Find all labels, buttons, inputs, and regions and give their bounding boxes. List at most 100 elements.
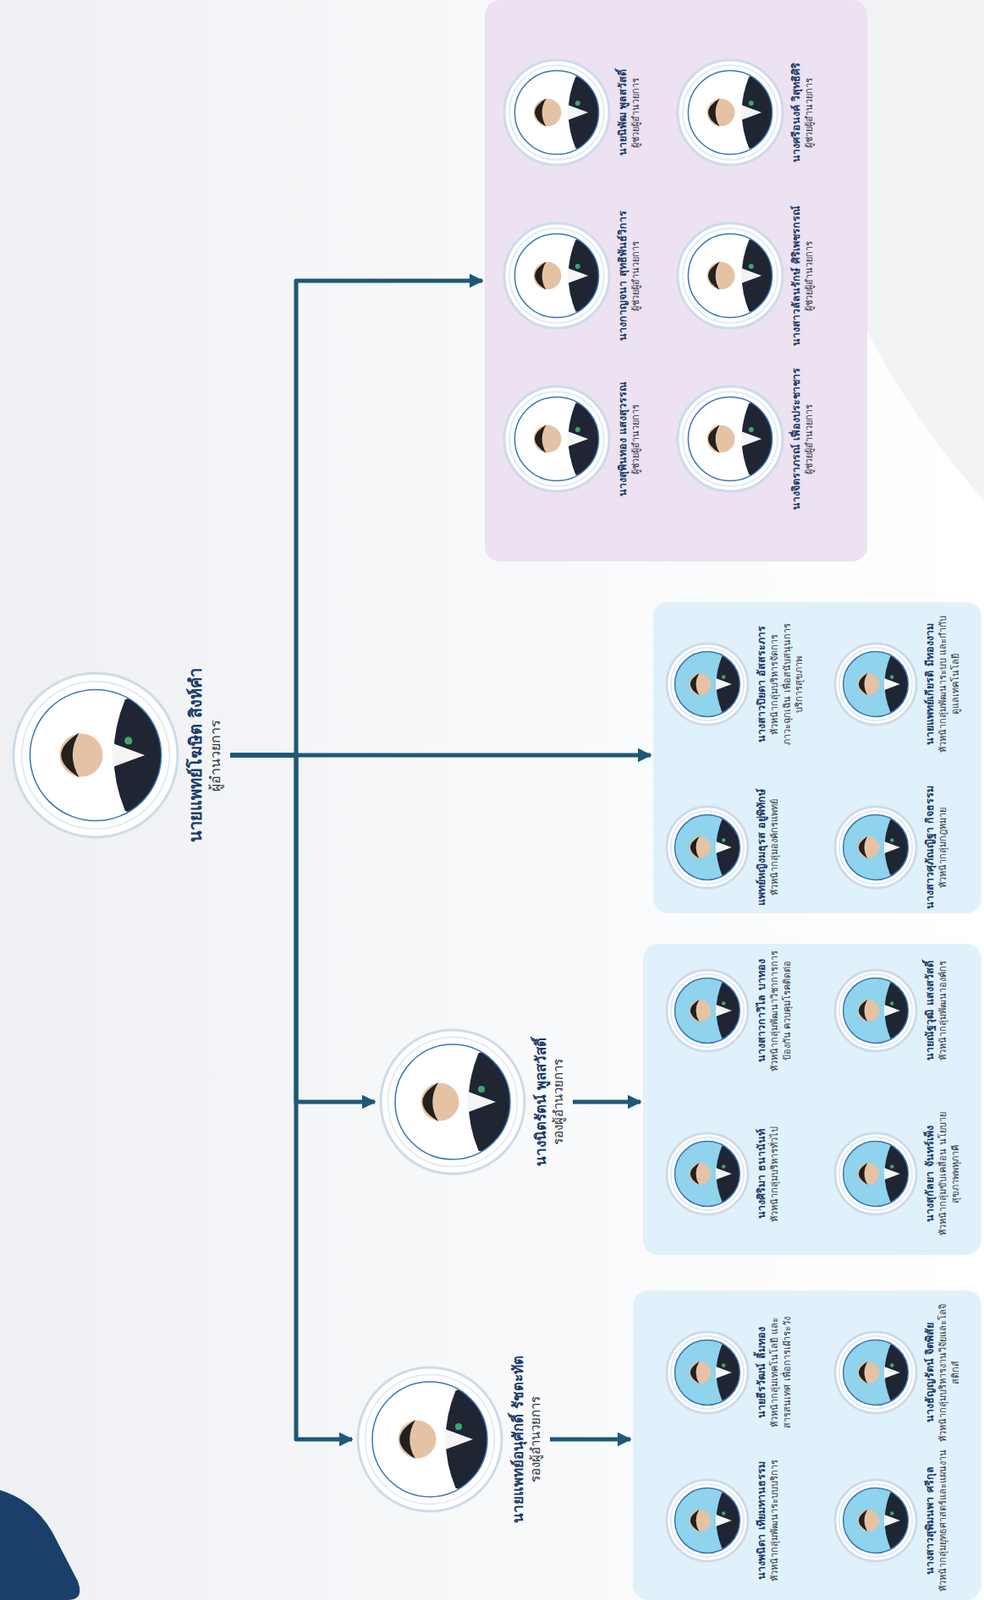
position-title: หัวหน้ากลุ่มกฎหมาย [937,775,950,921]
person-photo [514,70,599,154]
portrait-frame [831,803,920,892]
portrait-frame [663,967,752,1056]
position-title: หัวหน้ากลุ่มยุทธศาสตร์และแผนงาน [937,1448,950,1595]
person-name: นายณัฐวุฒิ แสงสวัสดิ์ [923,938,937,1084]
photo-border [843,1142,909,1208]
position-title: รองผู้อำนวยการ [527,1321,545,1559]
inner-ring [509,391,605,487]
outer-ring [835,1480,917,1562]
inner-ring [682,391,778,487]
photo-border [514,396,599,481]
person-photo [843,1142,909,1208]
group-panel: นางสุพินทอง แสงสุวรรณผู้ช่วยผู้อำนวยการน… [484,0,868,562]
person-name: นางธัญญรัตน์ จิตพิสัย [923,1300,937,1446]
position-title: ผู้ช่วยผู้อำนวยการ [803,34,816,192]
outer-ring [835,807,917,889]
person-photo [675,1489,741,1555]
inner-ring [670,1484,744,1558]
portrait-frame [500,56,613,169]
portrait-frame [831,1329,920,1418]
photo-border [687,233,772,318]
photo-border [843,652,909,718]
outer-ring [677,60,783,165]
photo-border [29,689,161,821]
person-card: นางกาญจนา สุทธิพันธ์วิการผู้ช่วยผู้อำนวย… [500,197,644,355]
person-card: นางพนิดา เทียมทานธรรมหัวหน้ากลุ่มพัฒนาระ… [663,1448,782,1595]
person-photo [843,652,909,718]
photo-border [843,1489,909,1555]
person-name: นายธีรวัฒน์ ลิ้มทอง [754,1300,769,1446]
person-name: นางสาวสุพิมนพา ศรีกุล [923,1448,937,1595]
person-name: นางสาวปิยดา อัสสระภาร [754,611,769,758]
photo-border [675,1142,741,1208]
inner-ring [509,228,605,324]
portrait-frame [831,1477,920,1566]
photo-border [675,978,741,1045]
person-photo [843,1341,909,1407]
position-title: หัวหน้ากลุ่มพัฒนาระบบบริการ [769,1448,781,1595]
person-name: นายแพทย์เกียรติ มีทองงาม [923,611,937,758]
photo-border [675,1489,741,1555]
outer-ring [666,807,748,889]
inner-ring [670,648,744,721]
portrait-frame [500,219,613,332]
photo-border [843,815,909,881]
photo-border [675,815,741,881]
connector-arrow [230,755,375,1103]
position-title: หัวหน้ากลุ่มขับเคลื่อน นโยบายสุขภาพพหุภา… [937,1101,963,1248]
person-photo [675,1142,741,1208]
person-card: นางสุพินทอง แสงสุวรรณผู้ช่วยผู้อำนวยการ [500,361,644,518]
person-card: นางสาวปิยดา อัสสระภารหัวหน้ากลุ่มบริหารจ… [663,611,806,758]
group-panel: นางพนิดา เทียมทานธรรมหัวหน้ากลุ่มพัฒนาระ… [632,1291,982,1600]
portrait-frame [831,640,920,729]
outer-ring [677,223,783,329]
connector-arrow [230,280,483,756]
person-name: นางสุกัลยา จันทร์เพ็ง [923,1101,937,1248]
photo-border [687,70,772,154]
person-photo [29,689,161,821]
outer-ring [835,643,917,726]
person-photo [675,652,741,718]
portrait-frame [663,1477,752,1566]
connector-arrow [572,1100,641,1105]
person-photo [687,233,772,318]
outer-ring [666,1332,748,1414]
photo-border [372,1382,488,1498]
outer-ring [380,1030,525,1175]
outer-ring [835,1332,917,1414]
portrait-frame [663,1130,752,1219]
person-card: นางนิตรัตน์ พูลสวัสดิ์รองผู้อำนวยการ [377,984,568,1221]
position-title: หัวหน้ากลุ่มบริหารทั่วไป [769,1101,781,1248]
person-card: นายณัฐวุฒิ แสงสวัสดิ์หัวหน้ากลุ่มพัฒนาอง… [831,938,951,1084]
photo-border [514,233,599,318]
inner-ring [21,681,171,831]
outer-ring [666,1133,748,1215]
portrait-frame [674,56,787,169]
photo-border [675,652,741,718]
person-card: นางสุกัลยา จันทร์เพ็งหัวหน้ากลุ่มขับเคลื… [831,1101,963,1248]
portrait-frame [663,1329,752,1418]
photo-border [675,1341,741,1407]
person-card: นายแพทย์เกียรติ มีทองงามหัวหน้ากลุ่มพัฒน… [831,611,963,758]
person-card: นางสาวลัลนรักษ์ ศิริเพชรกรณ์ผู้ช่วยผู้อำ… [674,197,817,355]
group-panel: นางศิริมา ธนานันท์หัวหน้ากลุ่มบริหารทั่ว… [643,944,982,1256]
person-card: นางธัญญรัตน์ จิตพิสัยหัวหน้ากลุ่มบริหารง… [831,1300,963,1446]
person-name: นางศรีอนงค์ วิสุทธิศิริ [789,34,803,192]
portrait-frame [663,640,752,729]
position-title: ผู้ช่วยผู้อำนวยการ [630,197,643,355]
photo-border [514,70,599,154]
person-card: นายธีรวัฒน์ ลิ้มทองหัวหน้ากลุ่มเทคโนโลยี… [663,1300,794,1446]
inner-ring [839,1484,913,1558]
outer-ring [666,970,748,1052]
position-title: รองผู้อำนวยการ [550,984,568,1221]
person-name: แพทย์หญิงมธุรส อยู่พิทักษ์ [754,775,769,921]
outer-ring [835,970,917,1052]
connector-arrow [230,755,352,1441]
person-card: นายแพทย์อนุศักดิ์ รัชตะทัตรองผู้อำนวยการ [354,1321,545,1559]
person-photo [843,815,909,881]
person-name: นางจิตราภรณ์ เฟื่องประชาชาร [789,361,803,518]
person-name: นางสุพินทอง แสงสุวรรณ [615,361,630,518]
person-card: นางศรีอนงค์ วิสุทธิศิริผู้ช่วยผู้อำนวยกา… [674,34,817,192]
inner-ring [839,974,913,1048]
portrait-frame [354,1364,506,1516]
